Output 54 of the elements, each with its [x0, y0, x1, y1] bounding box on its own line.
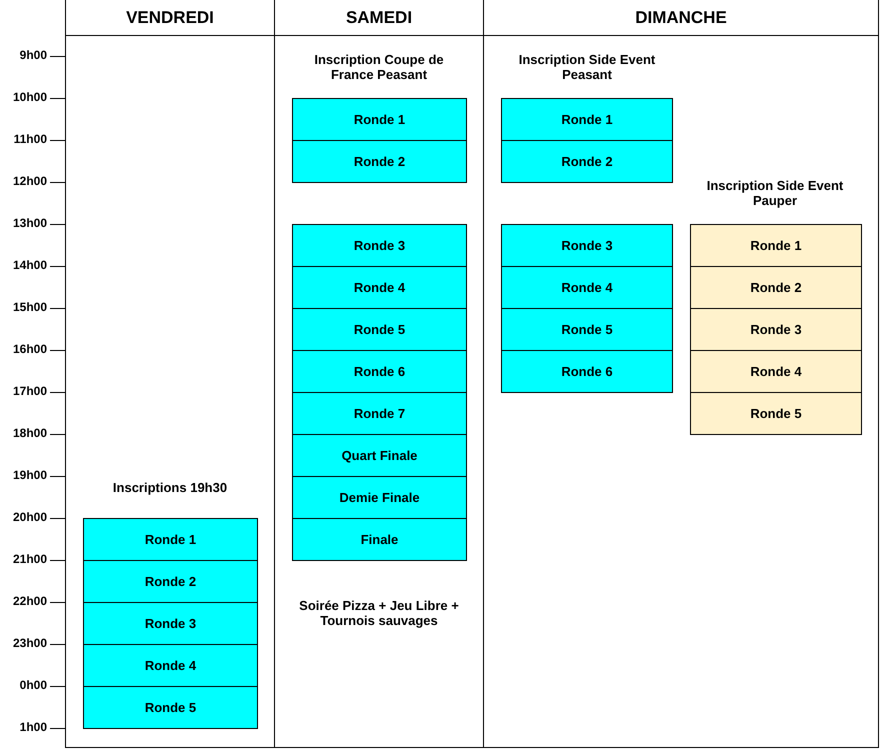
hour-label: 15h00: [12, 300, 47, 314]
hour-label: 20h00: [12, 510, 47, 524]
round-slot: Ronde 3: [292, 224, 467, 267]
round-slot: Ronde 7: [292, 392, 467, 435]
day-heading: DIMANCHE: [635, 8, 727, 28]
hour-label: 11h00: [12, 132, 47, 146]
hour-label: 21h00: [12, 552, 47, 566]
round-slot: Ronde 4: [83, 644, 258, 687]
hour-label: 12h00: [12, 174, 47, 188]
hour-label: 18h00: [12, 426, 47, 440]
round-slot: Ronde 1: [501, 98, 673, 141]
day-column: [483, 0, 879, 748]
round-slot: Quart Finale: [292, 434, 467, 477]
round-slot: Ronde 2: [292, 140, 467, 183]
event-note: Inscriptions 19h30: [112, 480, 228, 495]
round-slot: Ronde 2: [501, 140, 673, 183]
hour-label: 17h00: [12, 384, 47, 398]
event-note: Inscription Side Event Peasant: [518, 52, 656, 82]
hour-label: 14h00: [12, 258, 47, 272]
round-slot: Ronde 1: [690, 224, 862, 267]
event-note: Inscription Coupe de France Peasant: [313, 52, 445, 82]
event-note: Soirée Pizza + Jeu Libre + Tournois sauvages: [298, 598, 460, 628]
round-slot: Ronde 6: [501, 350, 673, 393]
round-slot: Ronde 3: [690, 308, 862, 351]
round-slot: Ronde 3: [501, 224, 673, 267]
round-slot: Ronde 2: [83, 560, 258, 603]
hour-label: 9h00: [18, 48, 47, 62]
event-note: Inscription Side Event Pauper: [706, 178, 844, 208]
round-slot: Ronde 2: [690, 266, 862, 309]
round-slot: Ronde 1: [292, 98, 467, 141]
round-slot: Ronde 5: [83, 686, 258, 729]
day-heading: VENDREDI: [126, 8, 214, 28]
day-column: [274, 0, 483, 748]
round-slot: Ronde 4: [292, 266, 467, 309]
day-column: [65, 0, 274, 748]
hour-label: 13h00: [12, 216, 47, 230]
hour-label: 22h00: [12, 594, 47, 608]
round-slot: Ronde 5: [292, 308, 467, 351]
hour-label: 16h00: [12, 342, 47, 356]
hour-label: 19h00: [12, 468, 47, 482]
round-slot: Finale: [292, 518, 467, 561]
round-slot: Ronde 4: [501, 266, 673, 309]
day-heading: SAMEDI: [346, 8, 412, 28]
hour-label: 23h00: [12, 636, 47, 650]
hour-label: 1h00: [18, 720, 47, 734]
round-slot: Ronde 3: [83, 602, 258, 645]
round-slot: Ronde 4: [690, 350, 862, 393]
round-slot: Demie Finale: [292, 476, 467, 519]
round-slot: Ronde 5: [690, 392, 862, 435]
round-slot: Ronde 6: [292, 350, 467, 393]
round-slot: Ronde 5: [501, 308, 673, 351]
hour-label: 10h00: [12, 90, 47, 104]
hour-label: 0h00: [18, 678, 47, 692]
round-slot: Ronde 1: [83, 518, 258, 561]
